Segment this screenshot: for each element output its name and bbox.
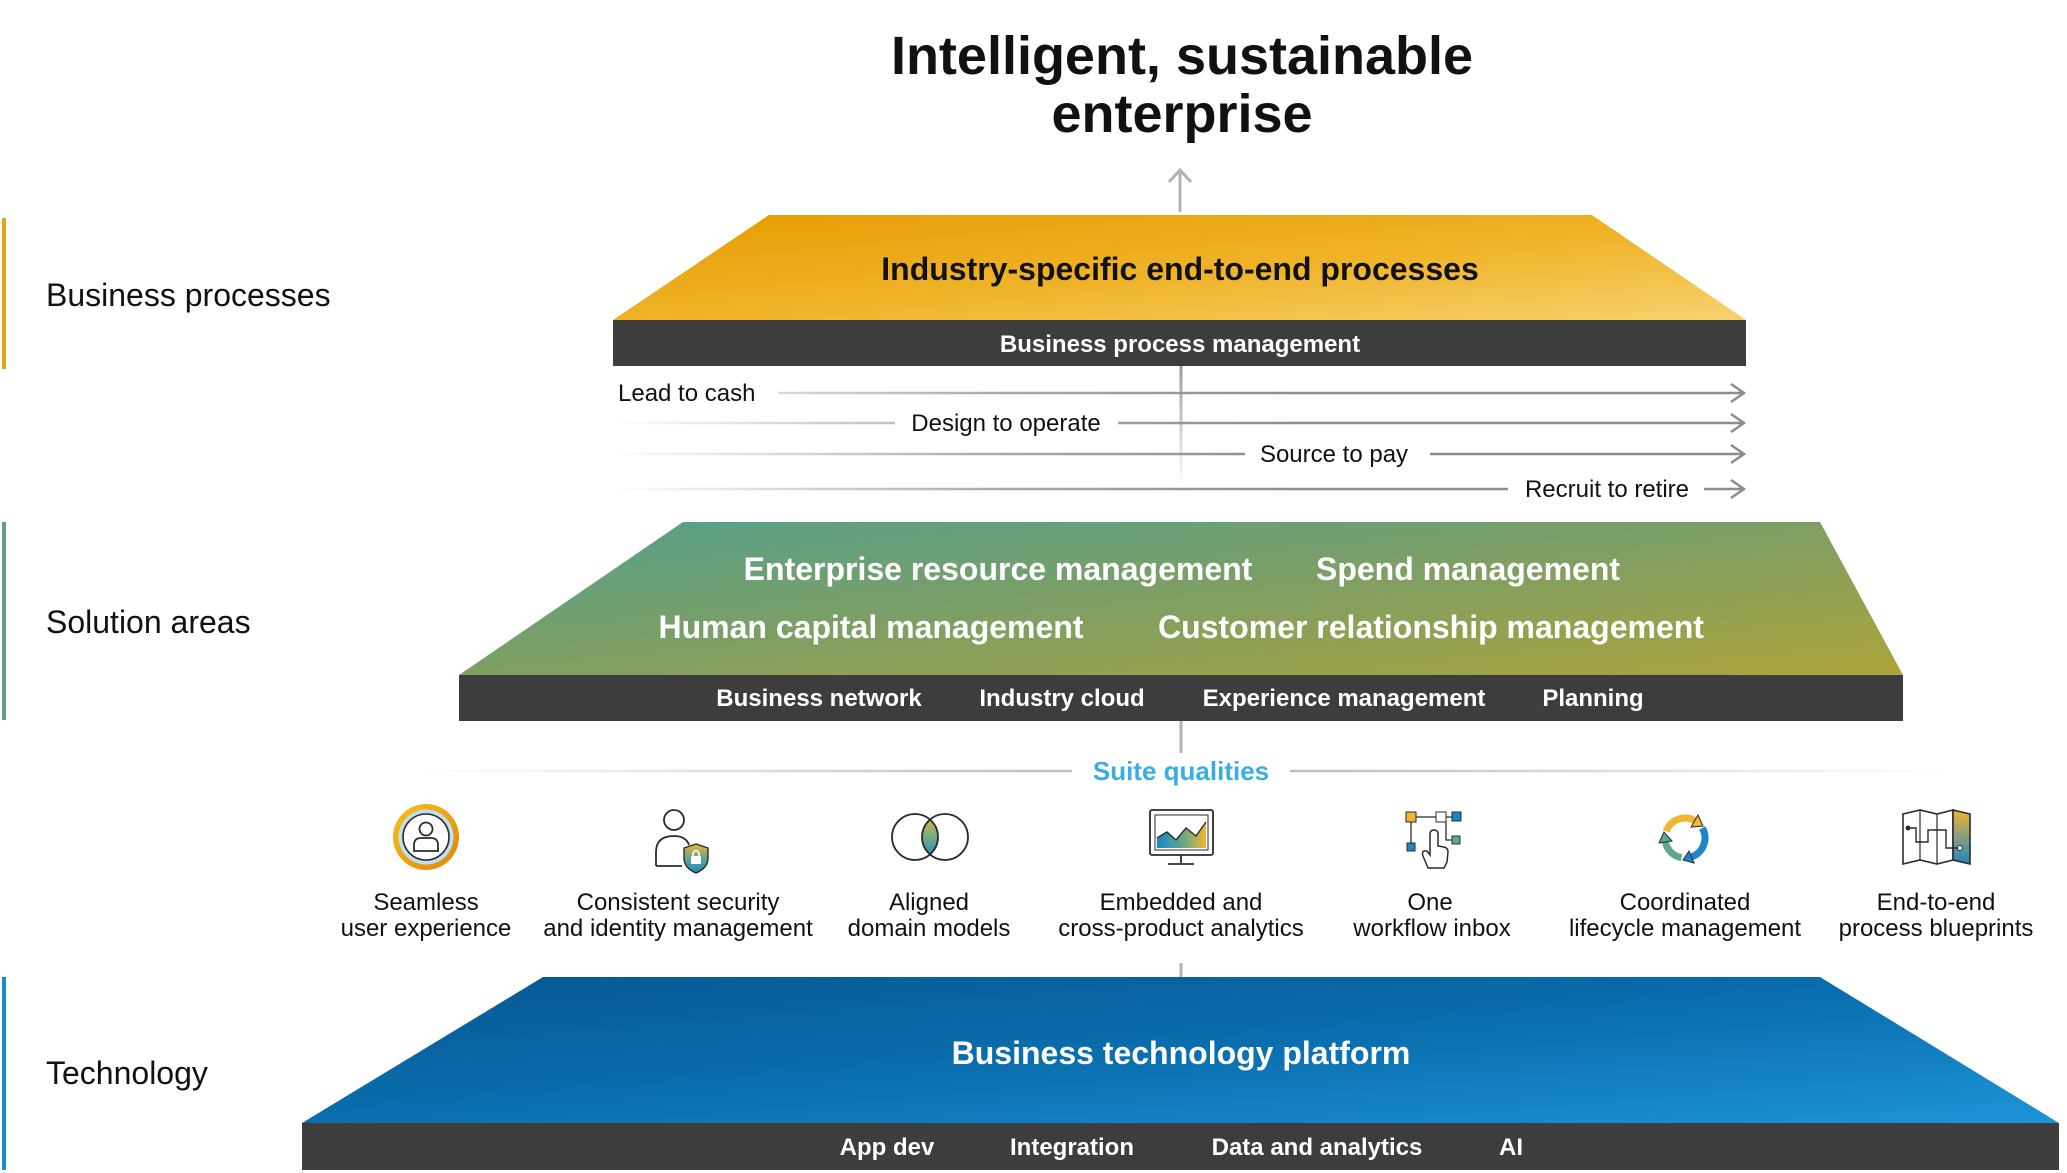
suite-quality-lifecycle: Coordinated lifecycle management [1569, 813, 1801, 942]
quality-label-line-2: workflow inbox [1352, 915, 1510, 942]
arrowhead-icon [1730, 412, 1747, 434]
quality-label-line-1: One [1407, 889, 1452, 916]
domain-models-venn-icon [891, 813, 969, 861]
arrowhead-icon [1730, 443, 1747, 465]
quality-label-line-2: lifecycle management [1569, 915, 1801, 942]
business-processes-heading: Industry-specific end-to-end processes [881, 251, 1478, 287]
suite-qualities-section: Suite qualities Seamless user experience [341, 756, 2034, 942]
quality-label-line-1: End-to-end [1877, 889, 1996, 916]
security-identity-icon [655, 809, 709, 874]
solution-area-crm: Customer relationship management [1158, 609, 1704, 645]
quality-label-line-1: Embedded and [1100, 889, 1263, 916]
technology-heading: Business technology platform [952, 1035, 1411, 1071]
analytics-monitor-icon [1149, 809, 1214, 865]
arrowhead-icon [1730, 478, 1747, 500]
quality-label-line-2: user experience [341, 915, 512, 942]
solution-bar-item-industry-cloud: Industry cloud [979, 685, 1144, 712]
quality-label-line-2: and identity management [543, 915, 813, 942]
solution-bar-item-business-network: Business network [716, 685, 922, 712]
flow-label: Lead to cash [618, 380, 755, 407]
user-experience-icon [393, 804, 459, 870]
business-process-management-bar [613, 320, 1746, 366]
lifecycle-cycle-icon [1658, 813, 1709, 864]
suite-quality-workflow-inbox: One workflow inbox [1352, 811, 1511, 942]
suite-quality-security-identity: Consistent security and identity managem… [543, 809, 813, 942]
solution-areas-layer: Enterprise resource management Spend man… [459, 522, 1903, 721]
business-processes-layer: Industry-specific end-to-end processes B… [613, 215, 1746, 366]
technology-bar-item-app-dev: App dev [840, 1134, 935, 1161]
flow-arrow-design-to-operate: Design to operate [618, 410, 1747, 437]
quality-label-line-2: cross-product analytics [1058, 915, 1303, 942]
flow-arrow-source-to-pay: Source to pay [618, 441, 1747, 468]
technology-bar-item-integration: Integration [1010, 1134, 1134, 1161]
quality-label-line-1: Consistent security [577, 889, 780, 916]
diagram-title-line-2: enterprise [1051, 84, 1312, 144]
solution-area-spend: Spend management [1316, 551, 1620, 587]
suite-quality-domain-models: Aligned domain models [848, 813, 1011, 942]
quality-label-line-2: process blueprints [1839, 915, 2034, 942]
technology-layer: Business technology platform App dev Int… [302, 977, 2059, 1170]
suite-quality-process-blueprints: End-to-end process blueprints [1839, 808, 2034, 942]
layer-label-solution-areas: Solution areas [46, 604, 251, 640]
process-blueprint-map-icon [1902, 808, 1971, 866]
diagram-title-line-1: Intelligent, sustainable [891, 26, 1473, 86]
technology-bar [302, 1123, 2059, 1170]
solution-areas-bar [459, 675, 1903, 721]
solution-area-erp: Enterprise resource management [744, 551, 1253, 587]
technology-bar-item-data-analytics: Data and analytics [1212, 1134, 1423, 1161]
business-process-management-label: Business process management [1000, 331, 1360, 358]
flow-label: Recruit to retire [1525, 476, 1689, 503]
quality-label-line-1: Aligned [889, 889, 969, 916]
layer-label-business-processes: Business processes [46, 277, 331, 313]
arrowhead-icon [1730, 382, 1747, 404]
suite-quality-seamless-ux: Seamless user experience [341, 804, 512, 942]
layer-label-technology: Technology [46, 1055, 208, 1091]
technology-bar-item-ai: AI [1499, 1134, 1523, 1161]
solution-bar-item-experience-management: Experience management [1203, 685, 1486, 712]
solution-areas-trapezoid [459, 522, 1903, 675]
suite-qualities-heading: Suite qualities [1093, 756, 1269, 786]
flow-label: Design to operate [911, 410, 1100, 437]
flow-label: Source to pay [1260, 441, 1408, 468]
quality-label-line-1: Seamless [373, 889, 478, 916]
workflow-inbox-icon [1405, 811, 1462, 869]
suite-quality-embedded-analytics: Embedded and cross-product analytics [1058, 809, 1304, 942]
flow-arrow-recruit-to-retire: Recruit to retire [618, 476, 1747, 503]
solution-bar-item-planning: Planning [1542, 685, 1643, 712]
flow-arrow-lead-to-cash: Lead to cash [618, 380, 1747, 407]
business-processes-trapezoid [613, 215, 1746, 320]
quality-label-line-2: domain models [848, 915, 1011, 942]
quality-label-line-1: Coordinated [1620, 889, 1751, 916]
upward-arrow-icon [1167, 167, 1193, 212]
technology-trapezoid [302, 977, 2059, 1123]
solution-area-hcm: Human capital management [659, 609, 1084, 645]
